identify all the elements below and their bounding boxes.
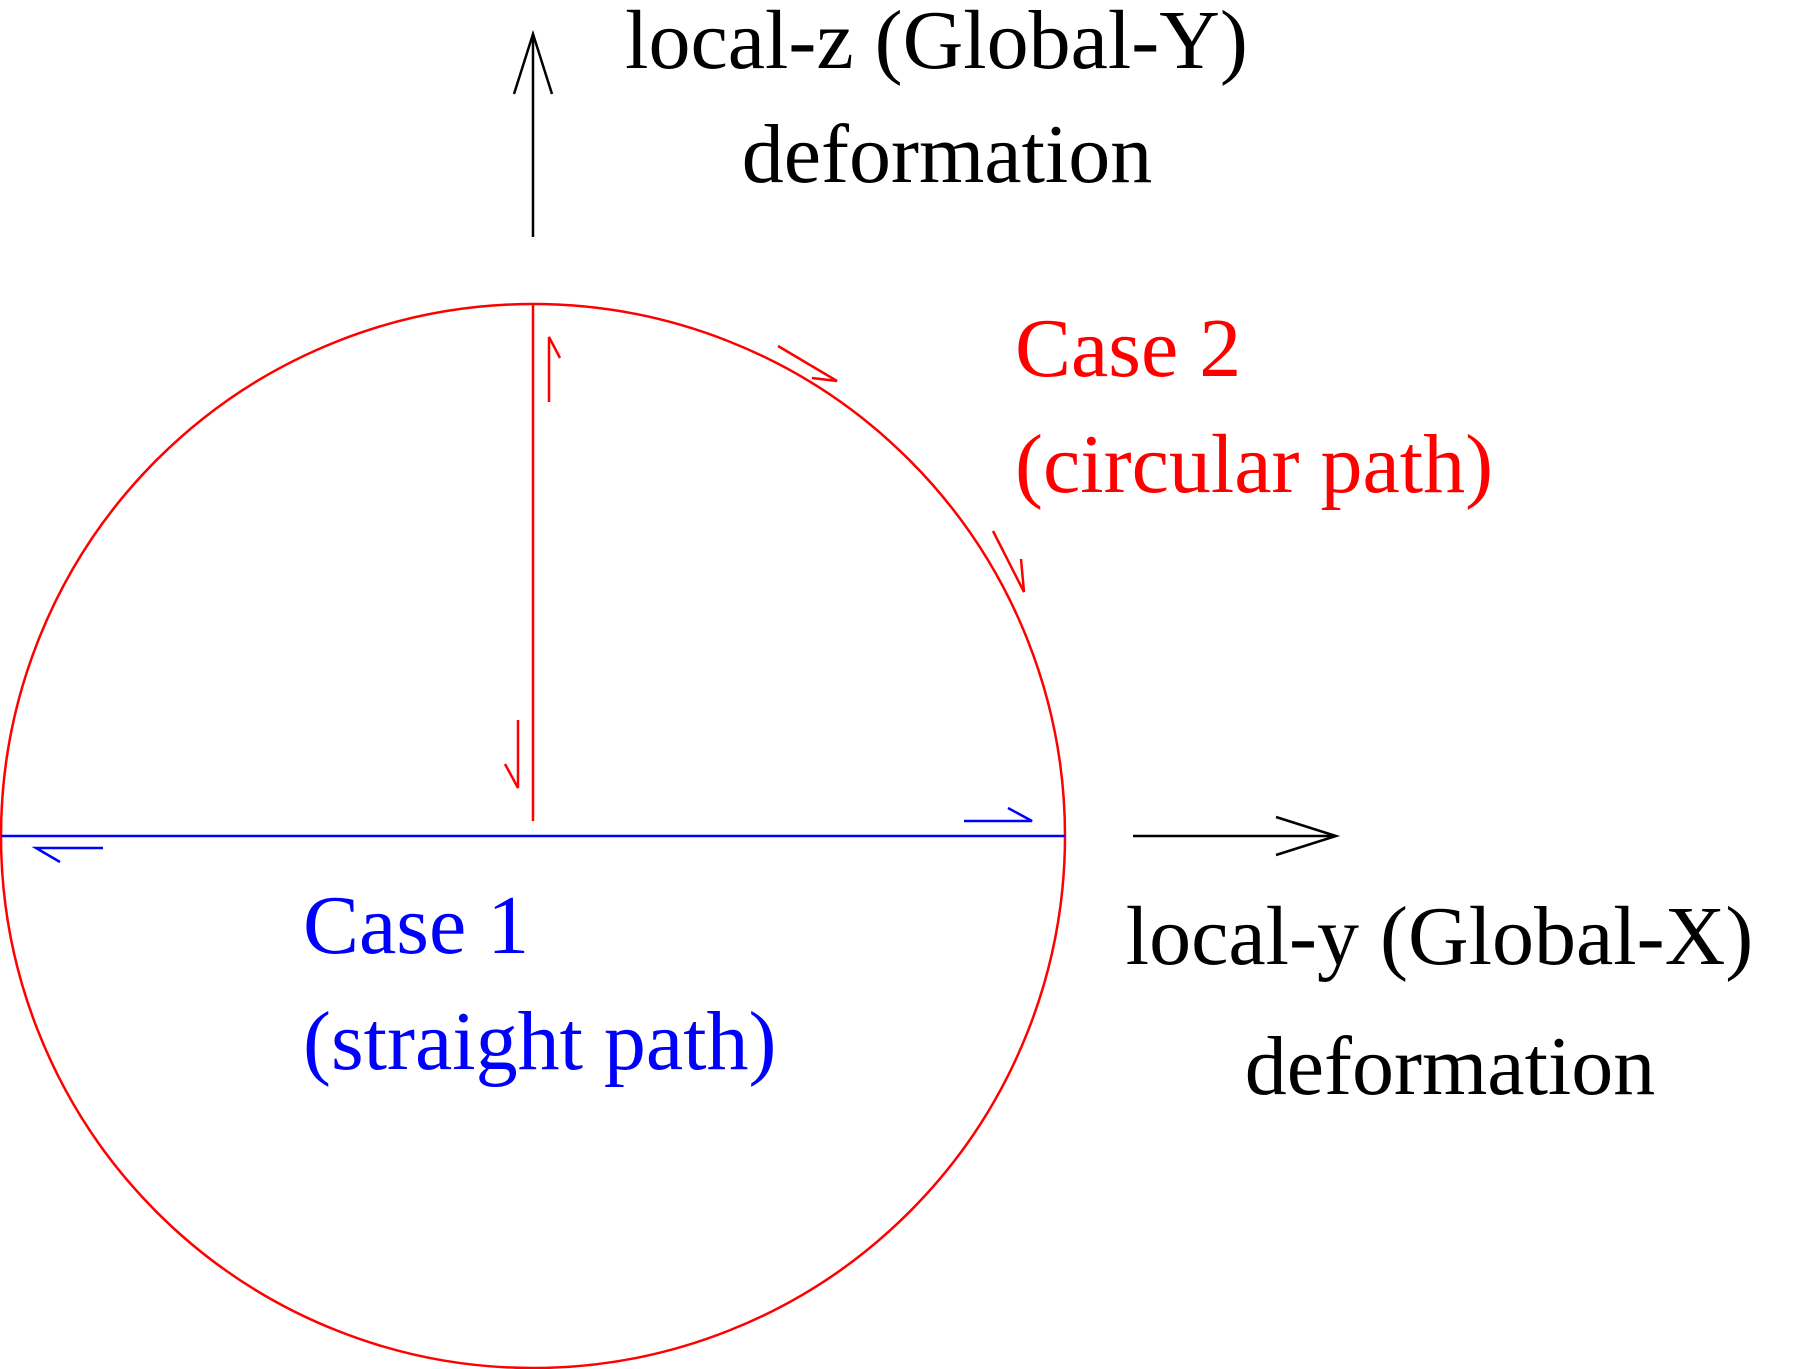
case2-arc-arrow-marker-2 xyxy=(991,530,1026,593)
case1-subtitle: (straight path) xyxy=(303,995,777,1088)
case2-subtitle: (circular path) xyxy=(1015,418,1493,511)
case2-title: Case 2 xyxy=(1015,302,1241,395)
case1-path xyxy=(1,806,1065,864)
horizontal-axis-label-line2: deformation xyxy=(1245,1020,1656,1113)
case2-up-arrow-marker xyxy=(547,336,562,402)
horizontal-axis-arrowhead xyxy=(1275,815,1341,857)
vertical-axis-arrow xyxy=(512,29,554,237)
horizontal-axis-label: local-y (Global-X) deformation xyxy=(1126,890,1774,1113)
case2-arc-arrow-marker-1 xyxy=(777,344,838,383)
case1-right-arrow-marker xyxy=(964,806,1033,823)
case2-down-arrow-marker xyxy=(503,720,520,789)
vertical-axis-arrowhead xyxy=(512,29,554,95)
case1-left-arrow-marker xyxy=(31,846,103,864)
case2-label: Case 2 (circular path) xyxy=(1015,302,1493,511)
vertical-axis-label-line2: deformation xyxy=(742,108,1153,201)
case1-title: Case 1 xyxy=(303,879,529,972)
horizontal-axis-arrow xyxy=(1133,815,1341,857)
vertical-axis-label-line1: local-z (Global-Y) xyxy=(625,0,1248,87)
vertical-axis-label: local-z (Global-Y) deformation xyxy=(625,0,1269,201)
case1-label: Case 1 (straight path) xyxy=(303,879,777,1088)
horizontal-axis-label-line1: local-y (Global-X) xyxy=(1126,890,1753,983)
